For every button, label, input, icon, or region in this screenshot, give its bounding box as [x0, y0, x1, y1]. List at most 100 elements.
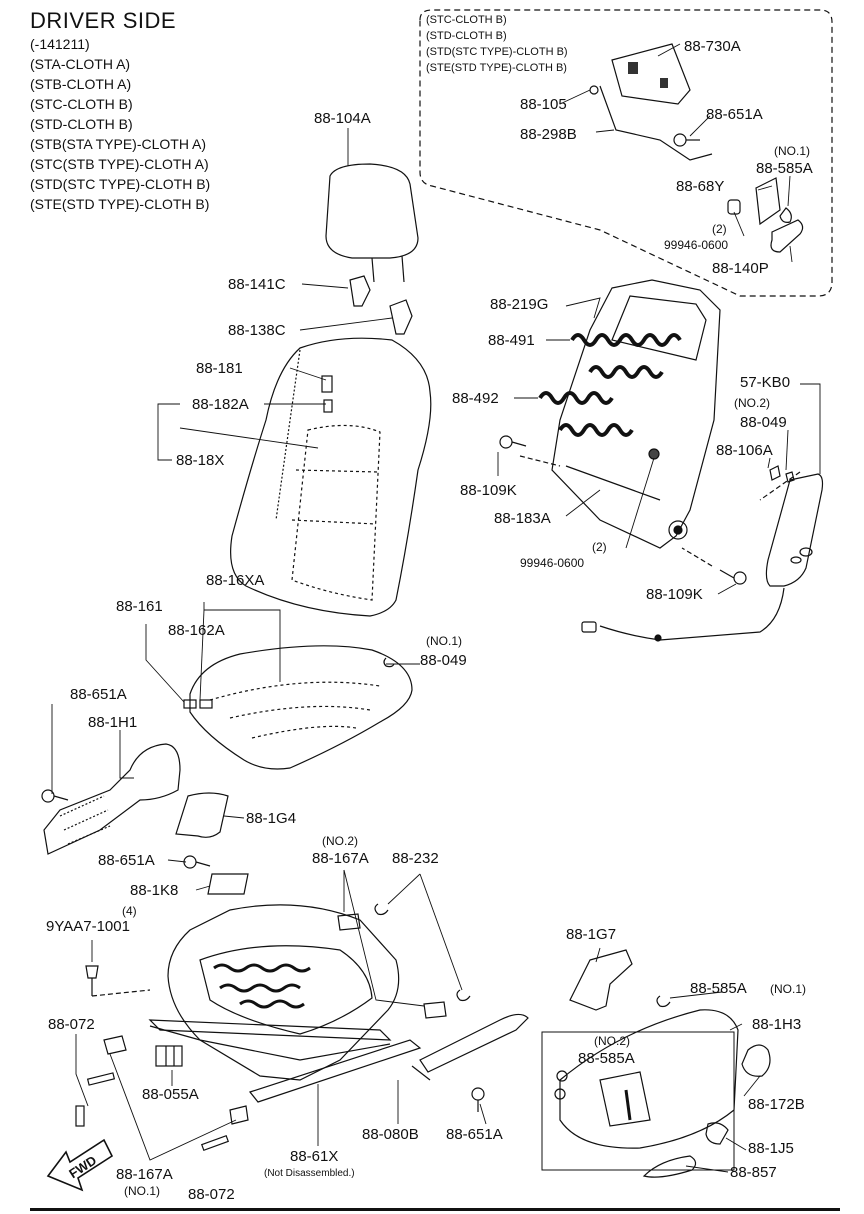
callout-88-109K: 88-109K — [646, 586, 703, 603]
callout-no2: (NO.2) — [322, 834, 358, 848]
header-line: (STE(STD TYPE)-CLOTH B) — [30, 196, 210, 212]
callout-no1: (NO.1) — [770, 982, 806, 996]
seat-cushion — [189, 645, 413, 770]
header-line: (STC-CLOTH B) — [30, 96, 133, 112]
callout-88-298B: 88-298B — [520, 126, 577, 143]
callout-88-072: 88-072 — [188, 1186, 235, 1203]
cover-part — [207, 873, 249, 895]
callout-88-049: 88-049 — [420, 652, 467, 669]
clip-part — [103, 1035, 127, 1055]
callout-not-disassembled: (Not Disassembled.) — [264, 1168, 355, 1179]
callout-no1: (NO.1) — [774, 144, 810, 158]
callout-88-857: 88-857 — [730, 1164, 777, 1181]
callout-88-109K: 88-109K — [460, 482, 517, 499]
callout-88-167A: 88-167A — [312, 850, 369, 867]
callout-88-1G4: 88-1G4 — [246, 810, 297, 827]
guide-part — [389, 299, 413, 335]
guide-part — [349, 275, 371, 307]
header-line: (STC(STB TYPE)-CLOTH A) — [30, 156, 209, 172]
outer-shield-frame — [541, 1031, 735, 1171]
callout-88-049: 88-049 — [740, 414, 787, 431]
callout-88-730A: 88-730A — [684, 38, 741, 55]
callout-88-491: 88-491 — [488, 332, 535, 349]
header-line: (STA-CLOTH A) — [30, 56, 131, 72]
callout-88-167A: 88-167A — [116, 1166, 173, 1183]
callout-88-138C: 88-138C — [228, 322, 286, 339]
callout-88-055A: 88-055A — [142, 1086, 199, 1103]
callout-88-161: 88-161 — [116, 598, 163, 615]
bottom-rule — [30, 1208, 840, 1211]
callout-9YAA7-1001: 9YAA7-1001 — [46, 918, 130, 935]
callout-88-181: 88-181 — [196, 360, 243, 377]
side-cover-part — [765, 473, 824, 587]
inset-boundary — [419, 9, 833, 297]
callout-no1: (NO.1) — [124, 1184, 160, 1198]
header-line: (STD-CLOTH B) — [30, 116, 133, 132]
callout-88-182A: 88-182A — [192, 396, 249, 413]
header-line: (-141211) — [30, 36, 90, 52]
trim-part — [175, 792, 229, 838]
callout-88-1H1: 88-1H1 — [88, 714, 138, 731]
seatback-cushion — [230, 337, 432, 617]
callout-88-106A: 88-106A — [716, 442, 773, 459]
inset-line: (STC-CLOTH B) — [426, 14, 507, 26]
callout-no1: (NO.1) — [426, 634, 462, 648]
callout-88-080B: 88-080B — [362, 1126, 419, 1143]
inset-line: (STD(STC TYPE)-CLOTH B) — [426, 46, 568, 58]
callout-88-585A: 88-585A — [756, 160, 813, 177]
callout-no2: (NO.2) — [594, 1034, 630, 1048]
callout-88-1G7: 88-1G7 — [566, 926, 617, 943]
callout-88-162A: 88-162A — [168, 622, 225, 639]
wire-harness — [599, 587, 785, 641]
callout-qty: (2) — [592, 540, 607, 554]
callout-88-68Y: 88-68Y — [676, 178, 725, 195]
bracket-part — [755, 177, 781, 226]
knob-part — [741, 1044, 771, 1077]
callout-88-141C: 88-141C — [228, 276, 286, 293]
seat-frame-assembly — [167, 904, 400, 1081]
callout-88-072: 88-072 — [48, 1016, 95, 1033]
cap-part — [705, 1122, 729, 1145]
outer-shield-part — [559, 1009, 739, 1149]
callout-88-61X: 88-61X — [290, 1148, 339, 1165]
callout-88-140P: 88-140P — [712, 260, 769, 277]
callout-88-183A: 88-183A — [494, 510, 551, 527]
callout-57-KB0: 57-KB0 — [740, 374, 791, 391]
callout-88-232: 88-232 — [392, 850, 439, 867]
spring-part — [538, 391, 614, 405]
callout-qty: (2) — [712, 222, 727, 236]
callout-88-105: 88-105 — [520, 96, 567, 113]
callout-no2: (NO.2) — [734, 396, 770, 410]
seat-rail-part — [148, 1019, 392, 1041]
connector-part — [155, 1045, 183, 1067]
seatback-frame — [551, 279, 721, 549]
headrest-part — [325, 163, 419, 259]
trim-part — [569, 949, 633, 1011]
callout-88-651A: 88-651A — [70, 686, 127, 703]
callout-88-1H3: 88-1H3 — [752, 1016, 802, 1033]
callout-88-18X: 88-18X — [176, 452, 225, 469]
fwd-arrow-icon — [46, 1138, 114, 1192]
diagram-title: DRIVER SIDE — [30, 8, 177, 33]
callout-88-104A: 88-104A — [314, 110, 371, 127]
callout-88-492: 88-492 — [452, 390, 499, 407]
callout-88-651A: 88-651A — [98, 852, 155, 869]
rail-cover-part — [419, 1013, 529, 1073]
callout-99946-0600: 99946-0600 — [520, 556, 585, 570]
trim-strip-part — [642, 1155, 697, 1178]
spring-part — [570, 333, 682, 347]
side-shield-part — [43, 743, 181, 855]
callout-99946-0600: 99946-0600 — [664, 238, 729, 252]
callout-88-219G: 88-219G — [490, 296, 549, 313]
callout-88-585A: 88-585A — [690, 980, 747, 997]
back-board-part — [611, 43, 691, 105]
callout-88-651A: 88-651A — [446, 1126, 503, 1143]
callout-88-1J5: 88-1J5 — [748, 1140, 794, 1157]
callout-88-585A: 88-585A — [578, 1050, 635, 1067]
header-line: (STB-CLOTH A) — [30, 76, 132, 92]
inset-line: (STE(STD TYPE)-CLOTH B) — [426, 62, 567, 74]
rod-part — [599, 85, 713, 161]
inset-line: (STD-CLOTH B) — [426, 30, 507, 42]
